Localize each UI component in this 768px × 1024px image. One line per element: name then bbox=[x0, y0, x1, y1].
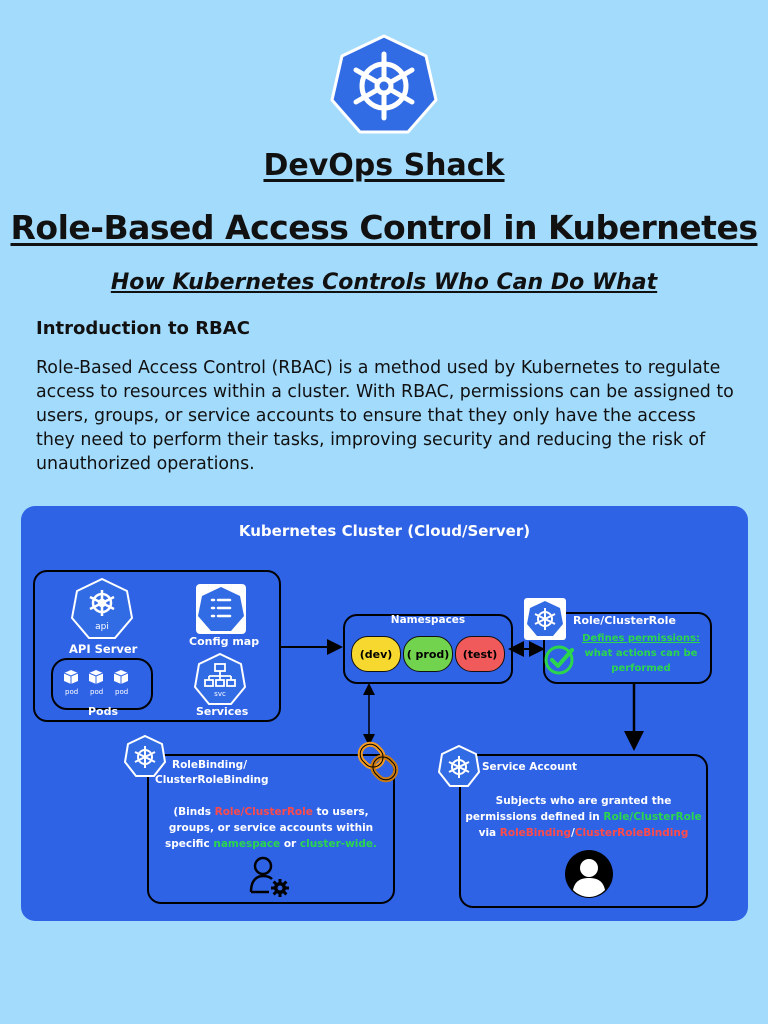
rolebinding-label-line2: ClusterRoleBinding bbox=[155, 774, 269, 786]
role-desc-green: Defines permissions: bbox=[582, 633, 700, 644]
role-box bbox=[543, 612, 712, 684]
svc-icon-text: svc bbox=[214, 690, 226, 698]
sa-desc-1: Subjects who are granted the permissions… bbox=[465, 795, 672, 823]
sa-desc-4: RoleBinding bbox=[499, 827, 571, 839]
api-icon-text: api bbox=[95, 622, 109, 632]
rb-desc-5: or bbox=[280, 838, 300, 850]
page-subtitle: How Kubernetes Controls Who Can Do What bbox=[110, 270, 658, 295]
config-map-label: Config map bbox=[189, 635, 260, 648]
sa-desc-3: via bbox=[478, 827, 500, 839]
service-account-label: Service Account bbox=[482, 761, 578, 773]
namespaces-box: Namespaces (dev) ( prod) (test) bbox=[343, 614, 513, 684]
brand-title: DevOps Shack bbox=[263, 148, 505, 183]
namespace-prod: ( prod) bbox=[403, 636, 453, 672]
rb-desc-2: Role/ClusterRole bbox=[214, 806, 313, 818]
services-icon: svc bbox=[193, 652, 247, 705]
chain-link-icon bbox=[357, 739, 399, 789]
pods-label: Pods bbox=[88, 705, 119, 718]
service-account-kubernetes-icon bbox=[437, 744, 481, 787]
rb-desc-6: cluster-wide. bbox=[299, 838, 378, 850]
role-kubernetes-icon bbox=[524, 598, 566, 640]
sa-desc-6: ClusterRoleBinding bbox=[574, 827, 689, 839]
pod-item-label: pod bbox=[90, 688, 104, 696]
user-avatar-icon bbox=[564, 849, 614, 903]
user-gear-icon bbox=[249, 856, 293, 902]
role-label: Role/ClusterRole bbox=[573, 614, 676, 627]
pod-icon bbox=[113, 669, 129, 689]
pod-icon bbox=[88, 669, 104, 689]
service-account-description: Subjects who are granted the permissions… bbox=[461, 793, 706, 841]
rb-desc-1: (Binds bbox=[173, 806, 215, 818]
namespace-dev: (dev) bbox=[351, 636, 401, 672]
role-description: Defines permissions: what actions can be… bbox=[577, 631, 705, 676]
intro-heading: Introduction to RBAC bbox=[36, 318, 250, 339]
rb-desc-3: to users, groups, or service accounts wi… bbox=[164, 806, 374, 850]
intro-body: Role-Based Access Control (RBAC) is a me… bbox=[36, 358, 734, 474]
page-title: Role-Based Access Control in Kubernetes bbox=[10, 208, 758, 247]
pod-icon bbox=[63, 669, 79, 689]
service-account-box bbox=[459, 754, 708, 908]
namespace-test: (test) bbox=[455, 636, 505, 672]
api-server-label: API Server bbox=[69, 642, 138, 656]
api-server-icon: api bbox=[70, 577, 134, 640]
sa-desc-5: / bbox=[570, 827, 575, 839]
sa-desc-2: Role/ClusterRole bbox=[603, 811, 702, 823]
pod-item-label: pod bbox=[115, 688, 129, 696]
rolebinding-kubernetes-icon bbox=[123, 734, 167, 777]
control-plane-box bbox=[33, 570, 281, 722]
pod-item-label: pod bbox=[65, 688, 79, 696]
rolebinding-description: (Binds Role/ClusterRole to users, groups… bbox=[149, 804, 393, 852]
services-label: Services bbox=[196, 705, 249, 718]
connector-arrows bbox=[280, 639, 644, 751]
role-desc-rest: what actions can be performed bbox=[584, 648, 698, 674]
namespaces-label: Namespaces bbox=[390, 614, 466, 626]
kubernetes-cluster-diagram: Kubernetes Cluster (Cloud/Server) api AP… bbox=[21, 506, 748, 921]
rolebinding-label-line1: RoleBinding/ bbox=[172, 759, 248, 771]
check-icon bbox=[544, 644, 576, 680]
rb-desc-4: namespace bbox=[213, 838, 281, 850]
pods-box bbox=[51, 658, 153, 710]
kubernetes-logo bbox=[330, 34, 438, 134]
cluster-title: Kubernetes Cluster (Cloud/Server) bbox=[238, 522, 531, 540]
config-map-icon bbox=[195, 583, 247, 635]
rolebinding-box bbox=[147, 754, 395, 904]
